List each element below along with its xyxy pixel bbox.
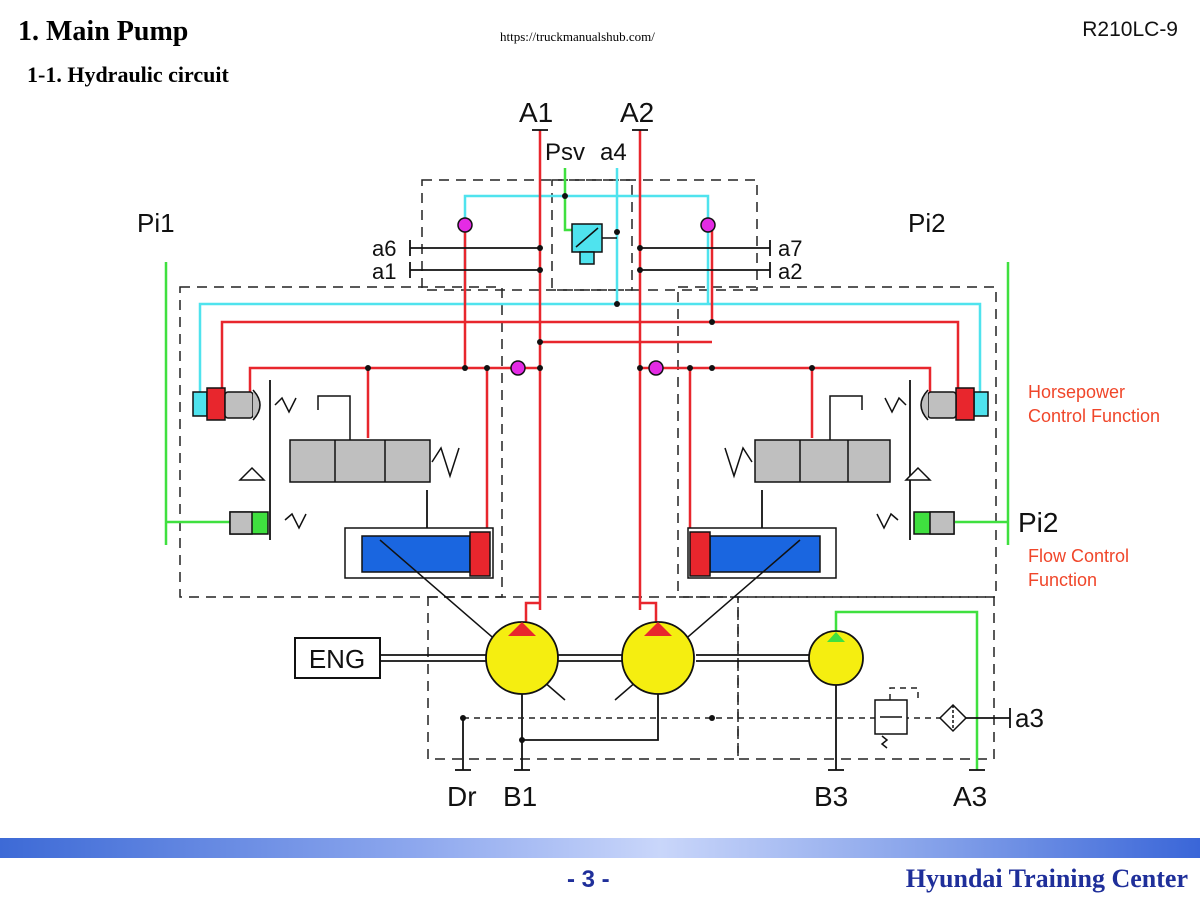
training-center-label: Hyundai Training Center bbox=[905, 864, 1188, 893]
port-a1-small: a1 bbox=[372, 259, 396, 284]
flow-label-2: Function bbox=[1028, 570, 1097, 590]
subsection-title: 1-1. Hydraulic circuit bbox=[27, 62, 229, 87]
hydraulic-circuit-diagram: ENG A1 A2 Psv a4 a6 a1 a7 a2 Pi1 Pi2 Pi2… bbox=[137, 97, 1160, 812]
port-a6: a6 bbox=[372, 236, 396, 261]
port-a3-small: a3 bbox=[1015, 703, 1044, 733]
footer-bar bbox=[0, 838, 1200, 858]
right-regulator bbox=[614, 387, 989, 701]
left-regulator bbox=[192, 387, 566, 701]
port-pi2-top: Pi2 bbox=[908, 208, 946, 238]
port-a7: a7 bbox=[778, 236, 802, 261]
port-a2-small: a2 bbox=[778, 259, 802, 284]
port-b1: B1 bbox=[503, 781, 537, 812]
port-pi1: Pi1 bbox=[137, 208, 175, 238]
flow-label-1: Flow Control bbox=[1028, 546, 1129, 566]
port-a3: A3 bbox=[953, 781, 987, 812]
port-labels: A1 A2 Psv a4 a6 a1 a7 a2 Pi1 Pi2 Pi2 a3 … bbox=[137, 97, 1058, 812]
engine-box bbox=[294, 637, 381, 679]
engine-label: ENG bbox=[309, 644, 365, 674]
pilot-pump bbox=[808, 630, 864, 686]
dashed-enclosures bbox=[179, 179, 997, 760]
filter-relief bbox=[874, 699, 968, 749]
page-number: - 3 - bbox=[567, 866, 610, 893]
black-lines bbox=[269, 129, 1011, 771]
port-dr: Dr bbox=[447, 781, 477, 812]
dashed-drain-lines bbox=[463, 687, 940, 719]
psv-regulator bbox=[571, 223, 617, 265]
pumps bbox=[485, 621, 864, 695]
port-a1: A1 bbox=[519, 97, 553, 128]
section-title: 1. Main Pump bbox=[18, 16, 189, 47]
model-code: R210LC-9 bbox=[1082, 18, 1178, 41]
horsepower-label-2: Control Function bbox=[1028, 406, 1160, 426]
cyan-pilot-lines bbox=[198, 168, 982, 395]
port-psv: Psv bbox=[545, 139, 585, 166]
source-url[interactable]: https://truckmanualshub.com/ bbox=[500, 29, 655, 44]
port-a2: A2 bbox=[620, 97, 654, 128]
annotations: Horsepower Control Function Flow Control… bbox=[1028, 382, 1160, 590]
junction-dots bbox=[365, 193, 815, 743]
horsepower-label-1: Horsepower bbox=[1028, 382, 1125, 402]
port-pi2-side: Pi2 bbox=[1018, 507, 1058, 538]
red-pressure-lines bbox=[220, 130, 960, 625]
port-b3: B3 bbox=[814, 781, 848, 812]
green-pilot-lines bbox=[164, 168, 1010, 770]
shuttle-valves bbox=[457, 217, 716, 376]
port-a4: a4 bbox=[600, 139, 627, 166]
